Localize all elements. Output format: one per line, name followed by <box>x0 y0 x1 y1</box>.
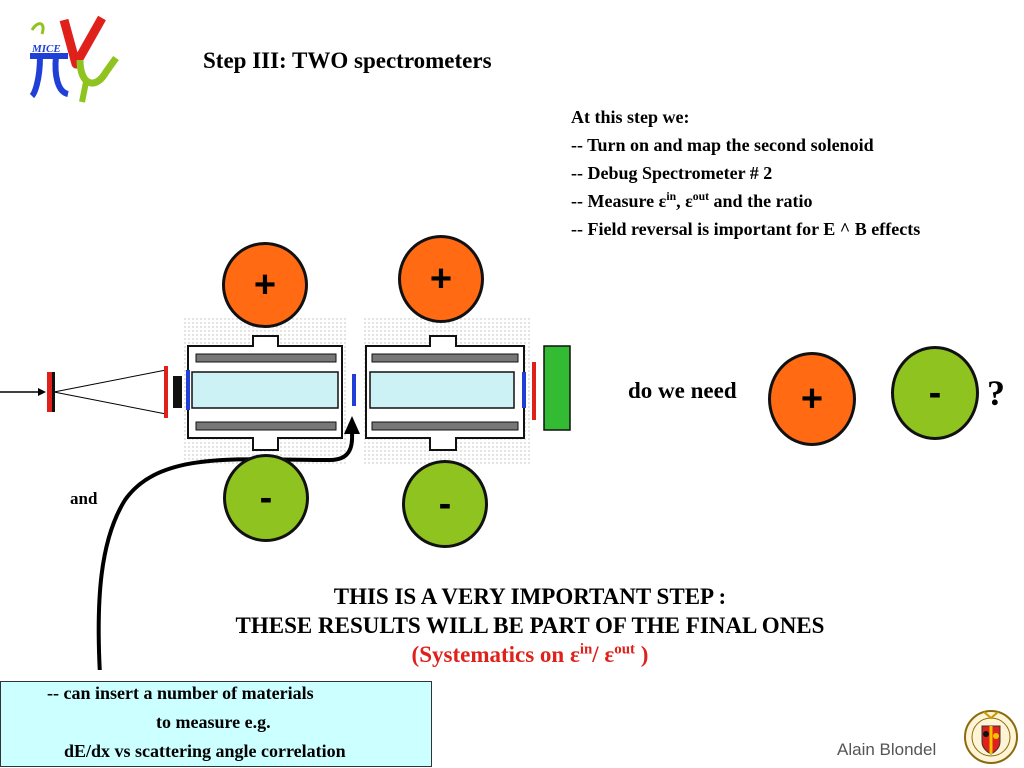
detector-plate <box>352 374 356 406</box>
step-intro: At this step we: <box>571 107 690 127</box>
step-field: -- Field reversal is important for E ^ B… <box>571 219 921 239</box>
polarity-minus-left: - <box>223 454 309 542</box>
university-seal <box>964 710 1018 764</box>
step-item: -- Debug Spectrometer # 2 <box>571 163 773 183</box>
step-list: At this step we: -- Turn on and map the … <box>571 103 920 243</box>
logo-text: MICE <box>31 43 61 55</box>
detector-plate <box>164 366 168 418</box>
insertion-arrow <box>96 427 355 670</box>
important-line: THESE RESULTS WILL BE PART OF THE FINAL … <box>235 613 825 638</box>
option-minus: - <box>891 346 979 440</box>
materials-line: to measure e.g. <box>156 712 271 732</box>
materials-box: -- can insert a number of materials to m… <box>0 681 432 767</box>
materials-line: dE/dx vs scattering angle correlation <box>64 741 346 761</box>
spectrometer-1 <box>184 318 346 466</box>
polarity-minus-right: - <box>402 460 488 548</box>
materials-line: -- can insert a number of materials <box>47 683 314 703</box>
spectrometer-2 <box>362 318 530 466</box>
detector-plate <box>47 372 52 412</box>
polarity-plus-right: + <box>398 235 484 323</box>
slide-title: Step III: TWO spectrometers <box>203 48 492 73</box>
important-line: THIS IS A VERY IMPORTANT STEP : <box>333 584 727 609</box>
important-note: THIS IS A VERY IMPORTANT STEP : THESE RE… <box>150 582 910 669</box>
and-label: and <box>70 489 98 508</box>
question-mark: ? <box>987 373 1005 413</box>
polarity-plus-left: + <box>222 242 308 328</box>
question-label: do we need <box>628 378 737 403</box>
step-measure: -- Measure εin, εout and the ratio <box>571 190 813 211</box>
beamline-diagram <box>0 318 571 670</box>
calorimeter <box>543 345 571 431</box>
detector-plate <box>532 362 536 420</box>
option-plus: + <box>768 352 856 446</box>
absorber <box>173 376 182 408</box>
detector-plate <box>52 372 55 412</box>
author-name: Alain Blondel <box>837 740 937 759</box>
step-item: -- Turn on and map the second solenoid <box>571 135 874 155</box>
mice-logo: MICE <box>29 15 119 103</box>
systematics-line: (Systematics on εin/ εout ) <box>411 641 649 667</box>
